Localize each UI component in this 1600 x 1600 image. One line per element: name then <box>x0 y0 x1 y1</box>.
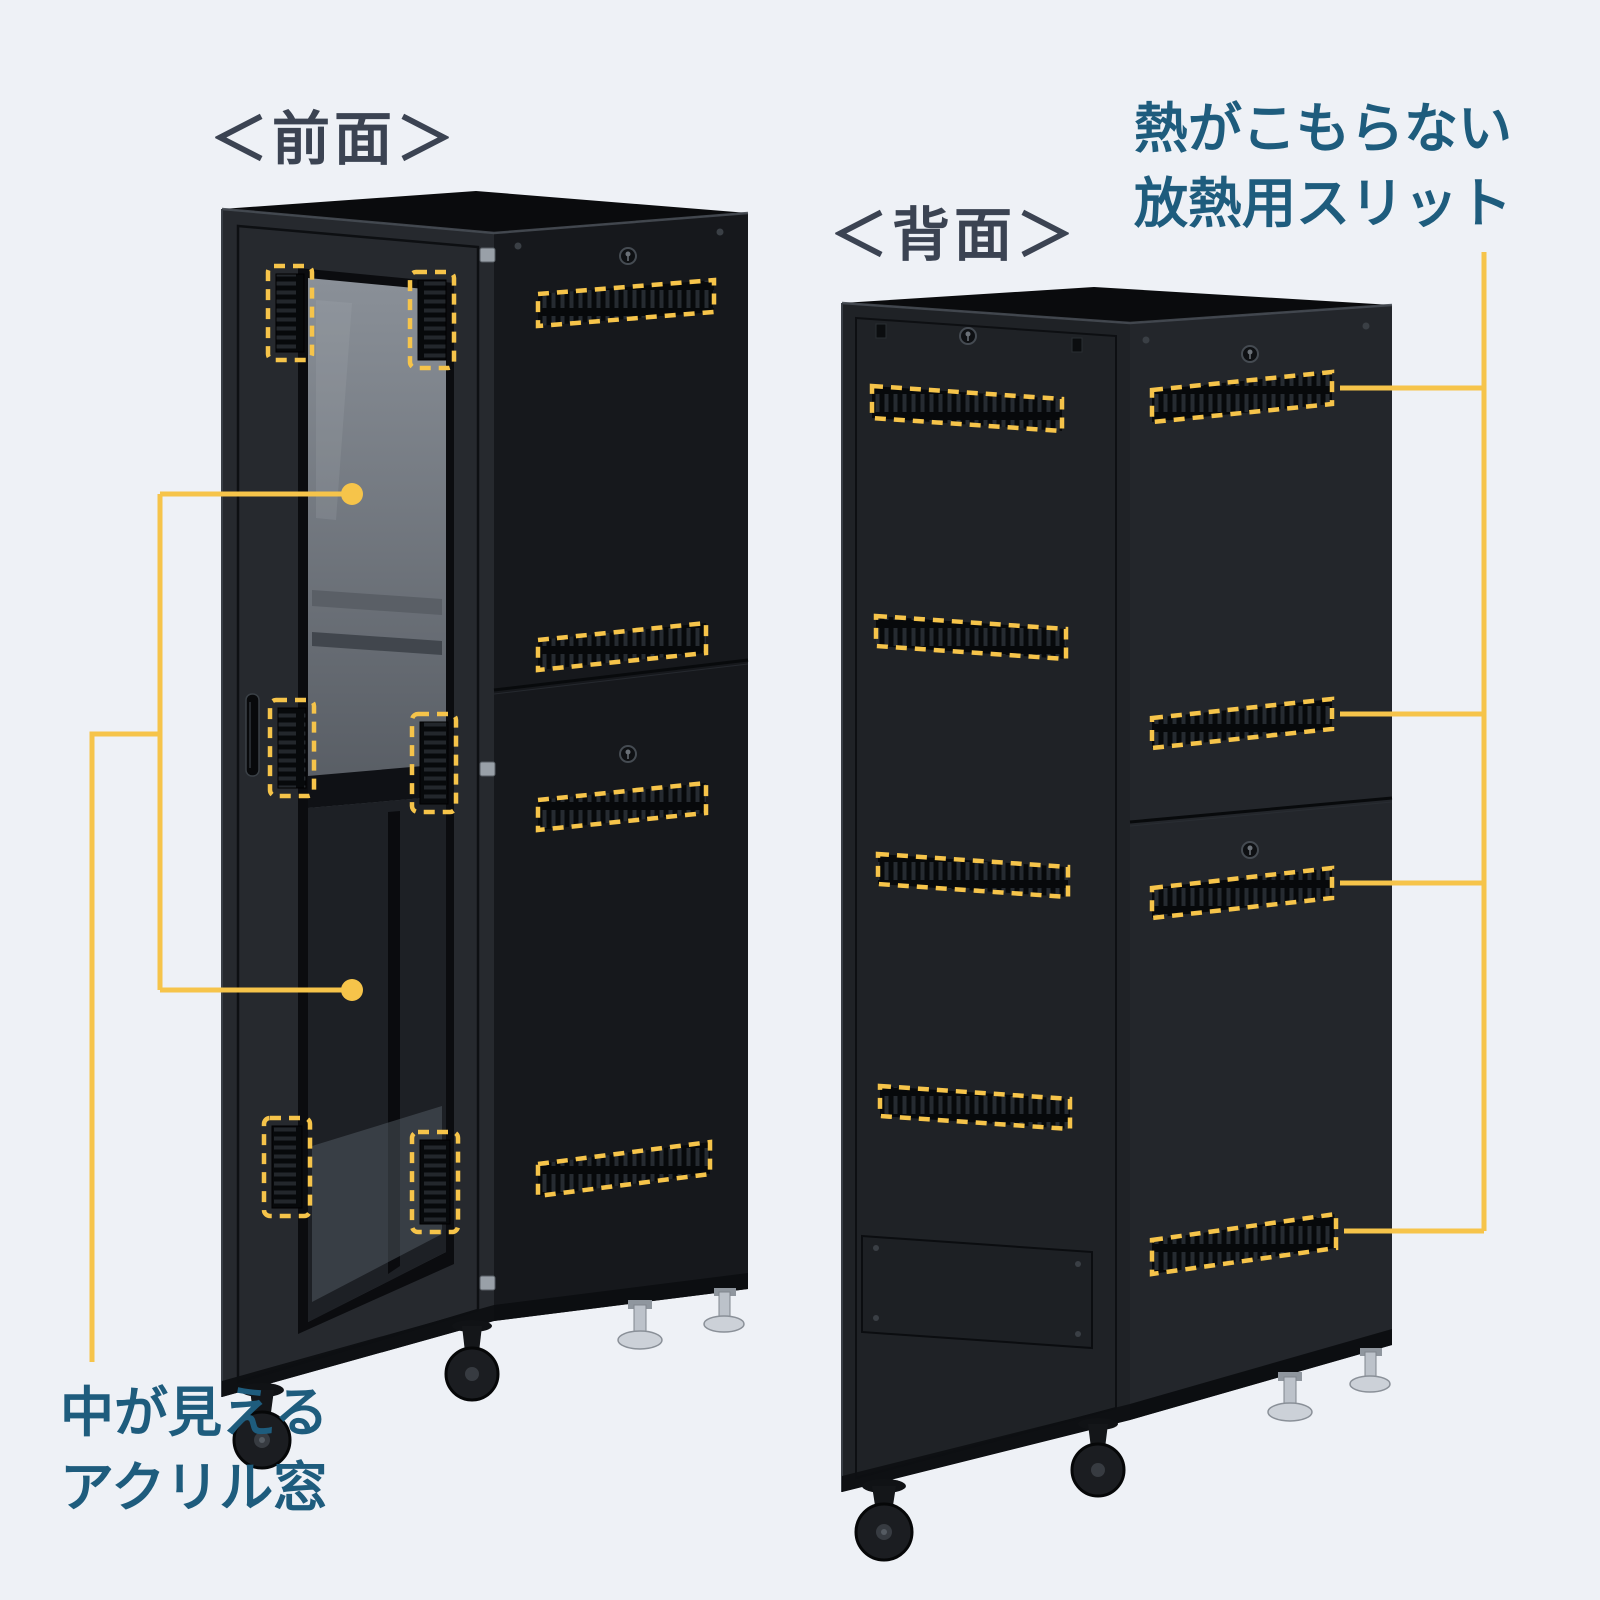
vent-highlight <box>873 613 1069 662</box>
door-hinge <box>479 1275 496 1291</box>
acrylic-window-callout-dot <box>341 979 363 1001</box>
bottom-access-panel <box>861 1234 1093 1350</box>
glass-reflection <box>316 300 352 520</box>
leveling-foot <box>703 1288 745 1333</box>
door-hinge <box>479 761 496 777</box>
side-panel-seam <box>493 658 749 692</box>
back-rack-top-edge-highlight <box>841 301 1393 325</box>
vent-slits <box>419 1139 451 1225</box>
front-rack-illustration <box>221 191 749 1470</box>
vent-highlight <box>535 277 717 329</box>
vent-slits <box>1152 372 1332 422</box>
panel-screw <box>716 228 724 236</box>
leveling-foot <box>617 1300 663 1350</box>
front-view-heading: ＜前面＞ <box>210 107 459 172</box>
vent-slits <box>538 623 706 670</box>
leveling-foot <box>1267 1372 1313 1422</box>
vent-highlight <box>407 269 457 371</box>
front-rack-base-strip-side <box>494 1273 748 1321</box>
panel-screw <box>873 1315 879 1321</box>
heat-slits-callout-line <box>1340 252 1487 1234</box>
door-handle <box>245 693 260 777</box>
door-hinge <box>479 247 496 263</box>
panel-latch <box>875 323 887 339</box>
panel-lock <box>619 745 637 763</box>
vent-highlight <box>875 851 1071 900</box>
heat-slits-callout-label: 熱がこもらない 放熱用スリット <box>1134 92 1512 241</box>
vent-highlight <box>535 1139 713 1199</box>
front-rack-base-strip-front <box>222 1305 494 1397</box>
panel-screw <box>873 1245 879 1251</box>
acrylic-window-callout-dot <box>341 483 363 505</box>
vent-slits <box>417 279 447 361</box>
side-panel-seam-highlight <box>493 663 749 695</box>
panel-screw <box>1362 322 1370 330</box>
heat-slits-callout-line1: 熱がこもらない <box>1134 99 1512 159</box>
acrylic-window-callout-label: 中が見える アクリル窓 <box>60 1376 328 1525</box>
back-view-heading: ＜背面＞ <box>830 203 1079 268</box>
vent-slits <box>1152 868 1332 918</box>
vent-slits <box>419 721 449 805</box>
panel-screw <box>1075 1331 1081 1337</box>
vent-highlight <box>1149 369 1335 425</box>
panel-lock <box>959 327 977 345</box>
panel-screw <box>514 242 522 250</box>
vent-highlight-boxes <box>261 263 1339 1277</box>
front-rack-top-edge-highlight <box>221 207 749 235</box>
front-rack-side-panel <box>494 213 748 1321</box>
acrylic-window-callout-line <box>89 491 342 1362</box>
rear-door-seam <box>855 316 1117 1480</box>
vent-highlight <box>1149 1211 1339 1277</box>
caster-wheel <box>854 1479 914 1562</box>
vent-slits <box>275 273 305 353</box>
vent-highlight <box>409 711 459 815</box>
panel-latch <box>1071 337 1083 353</box>
back-rack-side-panel <box>1130 305 1392 1420</box>
caster-wheel <box>1070 1418 1126 1498</box>
caster-wheel <box>444 1320 500 1402</box>
panel-lock <box>619 247 637 265</box>
front-door-seam <box>236 224 480 1384</box>
panel-screw <box>1075 1261 1081 1267</box>
vent-highlight <box>877 1083 1073 1132</box>
acrylic-window-callout-line1: 中が見える <box>60 1383 329 1443</box>
interior-floor-patch <box>312 1106 442 1302</box>
side-panel-seam <box>1129 796 1393 824</box>
rack-shelf-silhouette <box>312 590 442 615</box>
panel-lock <box>1241 841 1259 859</box>
vent-highlight <box>261 1115 313 1219</box>
vent-slits <box>538 1142 710 1196</box>
back-rack-rear-face <box>842 303 1130 1492</box>
window-crossbar <box>308 764 446 808</box>
vent-highlight <box>409 1129 461 1235</box>
vent-highlight <box>1149 865 1335 921</box>
vent-highlight <box>1149 696 1335 751</box>
vent-slits <box>271 1125 303 1209</box>
leveling-foot <box>1349 1348 1391 1393</box>
vent-highlight <box>535 620 709 673</box>
panel-lock <box>1241 345 1259 363</box>
callout-lines <box>89 252 1487 1362</box>
vent-highlight <box>267 697 317 799</box>
vent-slits <box>277 707 307 789</box>
acrylic-window-callout-line2: アクリル窓 <box>60 1457 328 1518</box>
vent-slits <box>538 783 706 830</box>
vent-highlight <box>869 383 1065 434</box>
back-rack-base-strip-side <box>1130 1329 1392 1420</box>
heat-slits-callout-line2: 放熱用スリット <box>1134 173 1512 234</box>
back-rack-illustration <box>841 287 1393 1562</box>
vent-slits <box>1152 1214 1336 1274</box>
interior-mounting-rail <box>388 811 400 1274</box>
side-panel-seam-highlight <box>1129 801 1393 827</box>
back-rack-base-strip-rear <box>842 1404 1130 1492</box>
caster-wheel <box>232 1383 292 1470</box>
panel-screw <box>1142 336 1150 344</box>
vent-highlight <box>265 263 315 363</box>
vent-slits <box>1152 699 1332 748</box>
vent-highlight <box>535 780 709 833</box>
rack-shelf-silhouette <box>312 632 442 655</box>
